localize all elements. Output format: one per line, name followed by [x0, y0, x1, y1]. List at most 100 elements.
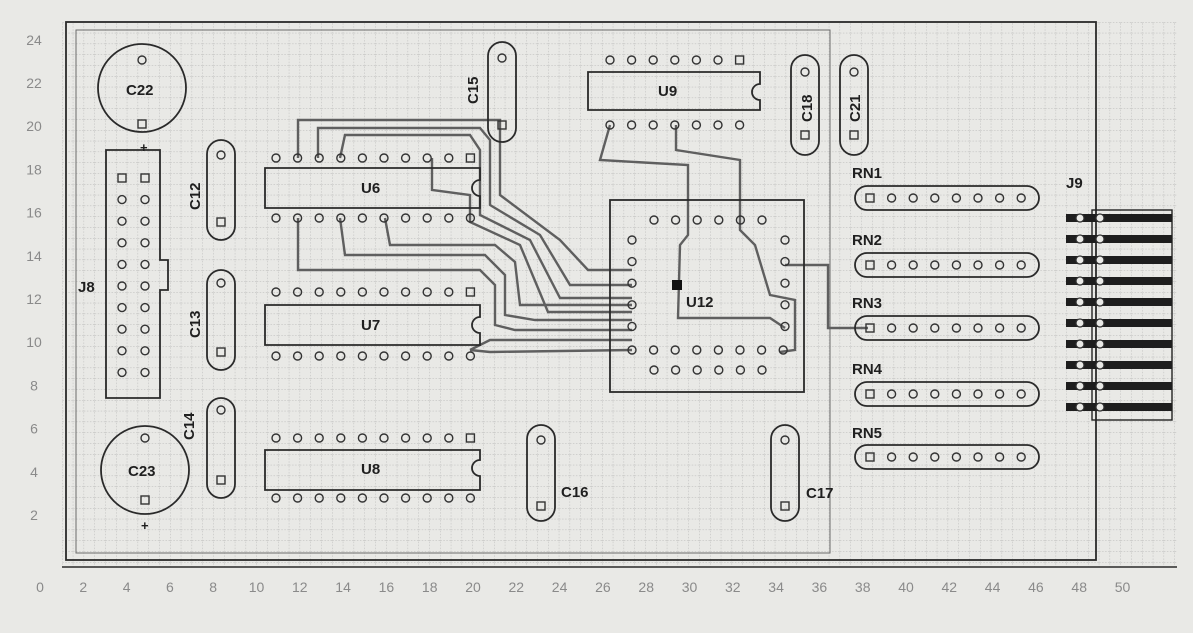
x-tick-label: 46: [1028, 579, 1044, 595]
round-pad: [648, 120, 658, 130]
round-pad: [444, 493, 454, 503]
round-pad: [271, 351, 281, 361]
label-c12: C12: [187, 182, 204, 210]
y-tick-label: 20: [26, 118, 42, 134]
round-pad: [713, 345, 724, 355]
board-inner-outline: [75, 29, 831, 554]
x-tick-label: 40: [898, 579, 914, 595]
round-pad: [1075, 360, 1085, 370]
label-rn3: RN3: [852, 295, 882, 312]
x-tick-label: 14: [335, 579, 351, 595]
round-pad: [117, 259, 127, 270]
round-pad: [336, 287, 346, 297]
round-pad: [292, 213, 303, 223]
round-pad: [713, 120, 723, 130]
round-pad: [1075, 297, 1085, 307]
u7-outline: [264, 304, 481, 346]
label-j8: J8: [78, 279, 95, 296]
y-tick-label: 12: [26, 291, 42, 307]
x-tick-label: 16: [379, 579, 395, 595]
round-pad: [800, 67, 810, 77]
round-pad: [140, 194, 150, 205]
trace: [296, 218, 632, 332]
round-pad: [117, 346, 127, 356]
round-pad: [400, 287, 411, 297]
label-c23: C23: [128, 463, 156, 480]
round-pad: [292, 351, 303, 361]
grid-area: [62, 22, 1177, 567]
label-u7: U7: [361, 317, 380, 334]
x-tick-label: 28: [638, 579, 654, 595]
round-pad: [140, 281, 150, 291]
square-pad: [465, 287, 476, 297]
square-pad: [780, 501, 790, 511]
trace: [338, 133, 632, 300]
round-pad: [735, 365, 746, 375]
round-pad: [292, 287, 303, 297]
round-pad: [714, 365, 724, 375]
round-pad: [292, 153, 303, 163]
trace: [469, 338, 632, 352]
u8-outline: [264, 449, 481, 491]
round-pad: [670, 345, 680, 355]
round-pad: [605, 120, 615, 130]
round-pad: [714, 215, 724, 225]
round-pad: [465, 351, 476, 361]
connector-finger: [1066, 403, 1172, 411]
round-pad: [780, 278, 790, 288]
round-pad: [1095, 381, 1105, 391]
round-pad: [497, 53, 507, 63]
square-pad: [865, 193, 875, 203]
square-pad: [140, 495, 150, 505]
round-pad: [627, 300, 637, 310]
round-pad: [886, 389, 897, 399]
round-pad: [271, 153, 281, 163]
c23-body: [100, 425, 190, 515]
round-pad: [444, 153, 454, 163]
label-c16: C16: [561, 484, 589, 501]
connector-finger: [1066, 382, 1172, 390]
rn1-body: [854, 185, 1040, 211]
c14-body: [206, 397, 236, 499]
y-tick-label: 14: [26, 248, 42, 264]
round-pad: [757, 215, 767, 225]
round-pad: [379, 287, 389, 297]
x-tick-label: 44: [985, 579, 1001, 595]
square-pad: [865, 323, 875, 333]
round-pad: [1095, 213, 1105, 223]
x-tick-label: 22: [509, 579, 525, 595]
label-c18: C18: [799, 94, 816, 122]
label-rn2: RN2: [852, 232, 882, 249]
traces: [296, 118, 868, 354]
round-pad: [692, 365, 702, 375]
trace: [338, 217, 632, 322]
round-pad: [444, 287, 454, 297]
round-pad: [648, 345, 659, 355]
round-pad: [1016, 452, 1026, 462]
round-pad: [117, 302, 127, 313]
round-pad: [140, 259, 150, 270]
square-pad: [216, 217, 226, 227]
round-pad: [930, 193, 940, 203]
round-pad: [951, 193, 962, 203]
label-c21: C21: [847, 94, 864, 122]
square-pad: [137, 119, 147, 129]
round-pad: [314, 351, 324, 361]
round-pad: [994, 452, 1005, 462]
round-pad: [140, 324, 150, 334]
x-tick-label: 50: [1115, 579, 1131, 595]
x-tick-label: 24: [552, 579, 568, 595]
connector-finger: [1066, 319, 1172, 327]
trace: [469, 348, 633, 354]
round-pad: [1095, 360, 1105, 370]
round-pad: [908, 389, 918, 399]
round-pad: [379, 433, 389, 443]
round-pad: [357, 213, 368, 223]
round-pad: [216, 150, 226, 160]
round-pad: [357, 287, 368, 297]
connector-finger: [1066, 235, 1172, 243]
x-tick-label: 26: [595, 579, 611, 595]
c16-body: [526, 424, 556, 522]
c17-body: [770, 424, 800, 522]
